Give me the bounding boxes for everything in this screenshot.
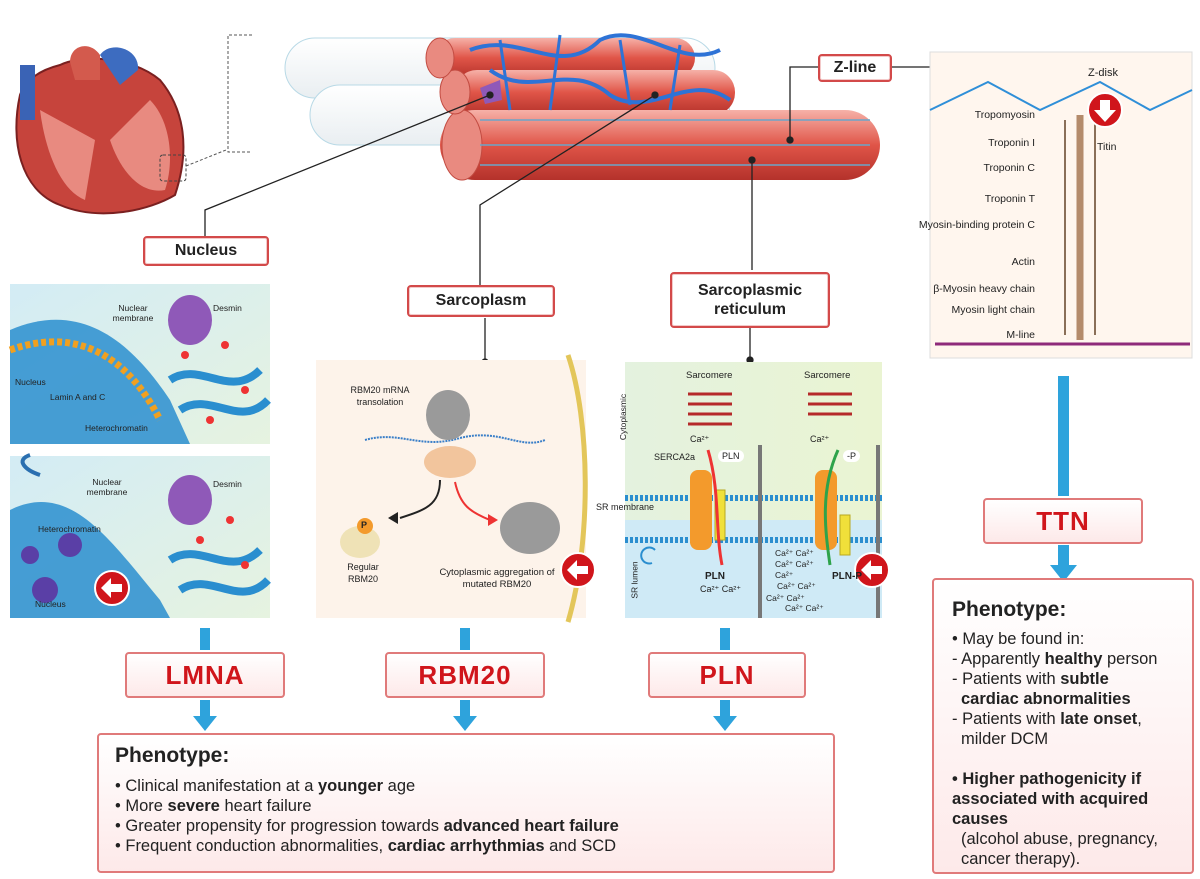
- cytoplasmic-aggregation-label: Cytoplasmic aggregation of mutated RBM20: [439, 567, 555, 590]
- blue-arrows: [193, 376, 1077, 731]
- lmna-panel-top: [8, 284, 271, 444]
- pln-p-label: PLN-P: [832, 571, 862, 582]
- ttn-phenotype-title: Phenotype:: [952, 598, 1067, 621]
- sarcoplasmic-reticulum-label: Sarcoplasmic reticulum: [670, 272, 830, 328]
- heterochromatin-label: Heterochromatin: [85, 423, 148, 433]
- cytoplasmic-label: Cytoplasmic: [618, 393, 629, 441]
- ca-label-2: Ca²⁺: [810, 434, 830, 444]
- p-badge: P: [361, 520, 368, 530]
- sarcomere-label-2: Sarcomere: [804, 370, 851, 381]
- m-line-label: M-line: [1006, 329, 1035, 341]
- lamin-label: Lamin A and C: [50, 392, 106, 402]
- heart-illustration: [15, 34, 252, 215]
- phenotype-list: • Clinical manifestation at a younger ag…: [115, 776, 817, 856]
- mybpc-label: Myosin-binding protein C: [918, 219, 1035, 231]
- phenotype-item: • Frequent conduction abnormalities, car…: [115, 837, 617, 855]
- ttn-line-2: - Apparently healthy person: [952, 650, 1158, 668]
- nuclear-membrane-label: Nuclear membrane: [112, 303, 154, 323]
- gene-pln-box: PLN: [648, 652, 806, 698]
- phenotype-item: • Greater propensity for progression tow…: [115, 817, 619, 835]
- phenotype-item: • Clinical manifestation at a younger ag…: [115, 777, 416, 795]
- ttn-line-5: • Higher pathogenicity if associated wit…: [952, 770, 1149, 828]
- regular-rbm20-label: Regular RBM20: [347, 562, 379, 584]
- pln-ca-label: Ca²⁺ Ca²⁺: [700, 584, 742, 594]
- phospho-tag: -P: [843, 450, 860, 462]
- nucleus-text-label-2: Nucleus: [35, 599, 66, 609]
- ca-cluster-6: Ca²⁺ Ca²⁺: [785, 603, 824, 613]
- lmna-transition-arrow: [20, 453, 41, 477]
- ca-cluster-3: Ca²⁺: [775, 570, 794, 580]
- nuclear-membrane-label-2: Nuclear membrane: [86, 477, 128, 497]
- nucleus-label: Nucleus: [143, 236, 269, 266]
- ttn-sarcomere-panel: [929, 51, 1193, 359]
- z-disk-label: Z-disk: [1088, 67, 1118, 79]
- gene-ttn-box: TTN: [983, 498, 1143, 544]
- sr-lumen-label: SR lumen: [629, 561, 640, 599]
- gene-lmna-box: LMNA: [125, 652, 285, 698]
- phenotype-box-main: Phenotype: • Clinical manifestation at a…: [97, 733, 835, 873]
- troponin-t-label: Troponin T: [984, 193, 1035, 205]
- pln-tag: PLN: [718, 450, 744, 462]
- actin-label: Actin: [1011, 256, 1035, 268]
- pln-label: PLN: [705, 571, 725, 582]
- desmin-label-2: Desmin: [213, 479, 242, 489]
- phenotype-item: • More severe heart failure: [115, 797, 312, 815]
- titin-label: Titin: [1097, 141, 1117, 153]
- rbm20-panel: [316, 354, 596, 623]
- desmin-label: Desmin: [213, 303, 242, 313]
- gene-rbm20-box: RBM20: [385, 652, 545, 698]
- z-line-label: Z-line: [818, 54, 892, 82]
- ttn-line-6: (alcohol abuse, pregnancy, cancer therap…: [961, 830, 1158, 868]
- ttn-line-4: - Patients with late onset,milder DCM: [952, 710, 1142, 748]
- mrna-translation-label: RBM20 mRNA transolation: [350, 385, 410, 407]
- ca-cluster-1: Ca²⁺ Ca²⁺: [775, 548, 814, 558]
- sarcoplasm-label: Sarcoplasm: [407, 285, 555, 317]
- ca-cluster-4: Ca²⁺ Ca²⁺: [777, 581, 816, 591]
- myosin-light-chain-label: Myosin light chain: [951, 304, 1035, 316]
- troponin-c-label: Troponin C: [983, 162, 1035, 174]
- sarcomere-label-1: Sarcomere: [686, 370, 733, 381]
- myofibril-bundle: [284, 33, 880, 181]
- ttn-line-1: • May be found in:: [952, 630, 1085, 648]
- phenotype-box-ttn: Phenotype: • May be found in: - Apparent…: [932, 578, 1194, 874]
- tropomyosin-label: Tropomyosin: [974, 109, 1035, 121]
- ca-label-1: Ca²⁺: [690, 434, 710, 444]
- ca-cluster-2: Ca²⁺ Ca²⁺: [775, 559, 814, 569]
- troponin-i-label: Troponin I: [988, 137, 1035, 149]
- lmna-panel-bottom: [10, 456, 271, 618]
- sr-membrane-label: SR membrane: [596, 502, 655, 512]
- pln-panel: [625, 362, 890, 618]
- serca2a-label: SERCA2a: [654, 452, 696, 462]
- myosin-heavy-chain-label: β-Myosin heavy chain: [933, 283, 1035, 295]
- ca-cluster-5: Ca²⁺ Ca²⁺: [766, 593, 805, 603]
- nucleus-text-label: Nucleus: [15, 377, 46, 387]
- phenotype-title: Phenotype:: [115, 744, 230, 767]
- heterochromatin-label-2: Heterochromatin: [38, 524, 101, 534]
